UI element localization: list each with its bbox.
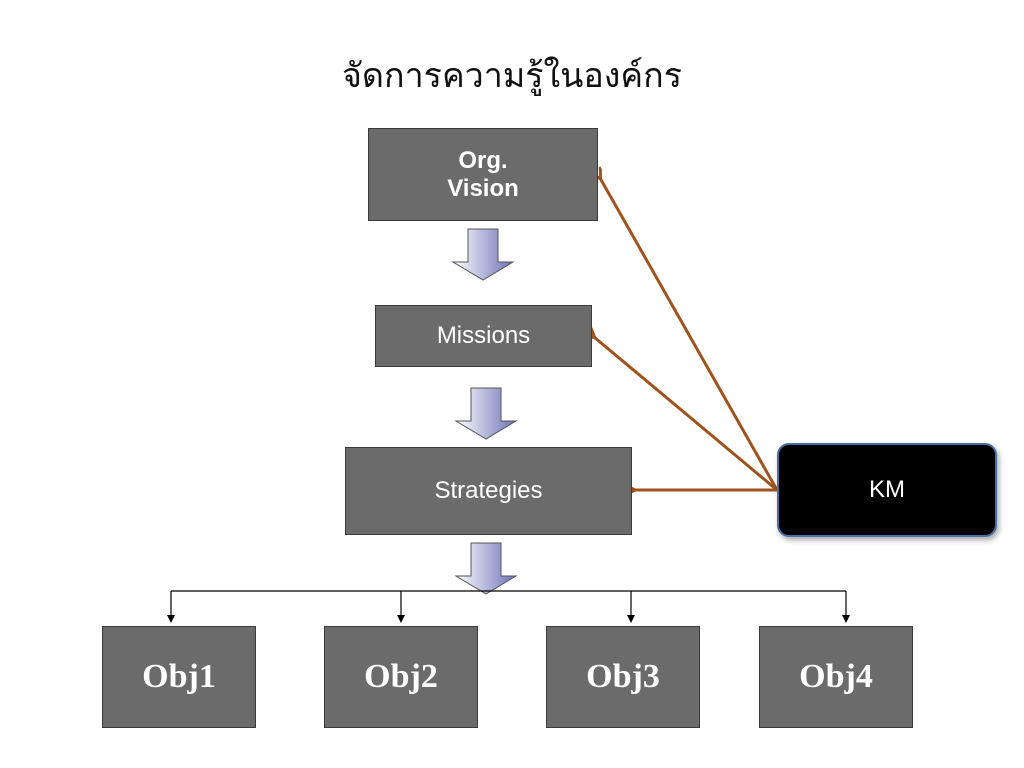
down-arrow-vision-to-missions xyxy=(451,228,515,281)
objective-box-3: Obj3 xyxy=(546,626,700,728)
objective-box-4: Obj4 xyxy=(759,626,913,728)
slide-title: จัดการความรู้ในองค์กร xyxy=(342,56,682,96)
strategies-box: Strategies xyxy=(345,447,632,535)
missions-box: Missions xyxy=(375,305,592,367)
org-vision-line2: Vision xyxy=(447,174,519,202)
down-arrow-missions-to-strategies xyxy=(454,387,518,440)
org-vision-line1: Org. xyxy=(458,146,508,174)
km-to-vision-arrow xyxy=(600,178,779,491)
objective-box-2: Obj2 xyxy=(324,626,478,728)
down-arrow-strategies-to-objectives xyxy=(454,542,518,595)
objective-box-1: Obj1 xyxy=(102,626,256,728)
km-box: KM xyxy=(777,443,997,537)
org-vision-box: Org. Vision xyxy=(368,128,598,221)
